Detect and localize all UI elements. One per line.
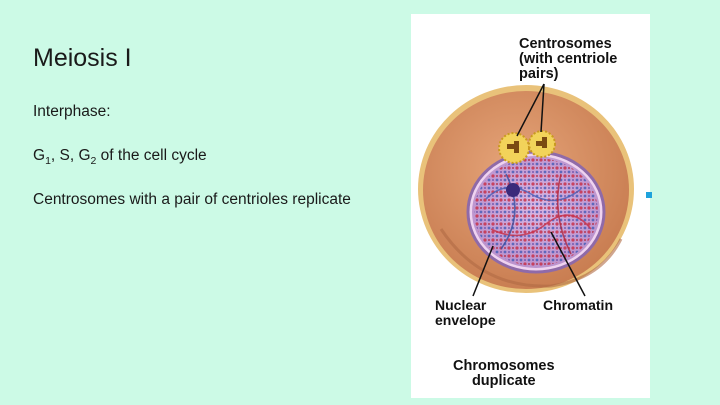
centrosomes-label: Centrosomes (with centriole pairs) <box>519 36 618 83</box>
centrosomes-label-line3: pairs) <box>519 66 559 83</box>
line-cell-cycle-phases: G1, S, G2 of the cell cycle <box>33 147 207 168</box>
cell-illustration <box>418 83 634 297</box>
chromatin-label: Chromatin <box>543 297 613 313</box>
nuclear-envelope-label: Nuclear envelope <box>435 298 496 327</box>
interphase-cell-figure: Centrosomes (with centriole pairs) Nucle… <box>411 14 650 398</box>
line-interphase: Interphase: <box>33 103 111 120</box>
chromatin-strands <box>485 173 592 255</box>
caption-line1: Chromosomes <box>453 358 555 374</box>
centrosome-pair <box>498 130 556 164</box>
slide-accent-marker <box>646 192 652 198</box>
caption-line2: duplicate <box>471 373 536 390</box>
cell-cycle-text: of the cell cycle <box>96 147 207 164</box>
centrosomes-label-line1: Centrosomes <box>519 36 612 52</box>
line-centrosomes: Centrosomes with a pair of centrioles re… <box>33 191 351 208</box>
g2-subscript: 2 <box>90 155 97 168</box>
label-leader-lines <box>472 83 586 297</box>
nuclear-label-line1: Nuclear <box>435 297 487 313</box>
centrosomes-label-line2: (with centriole <box>519 51 618 68</box>
g-label: G <box>33 147 46 164</box>
cell-shading-rim <box>439 228 623 288</box>
g1-subscript: 1 <box>45 155 51 168</box>
chromosomes-duplicate-caption: Chromosomes duplicate <box>453 358 555 390</box>
nuclear-label-line2: envelope <box>435 311 496 328</box>
s-separator: , S, G <box>50 147 91 164</box>
nucleolus <box>506 183 520 197</box>
chromatin-mass <box>474 158 598 266</box>
slide-title: Meiosis I <box>33 44 132 72</box>
